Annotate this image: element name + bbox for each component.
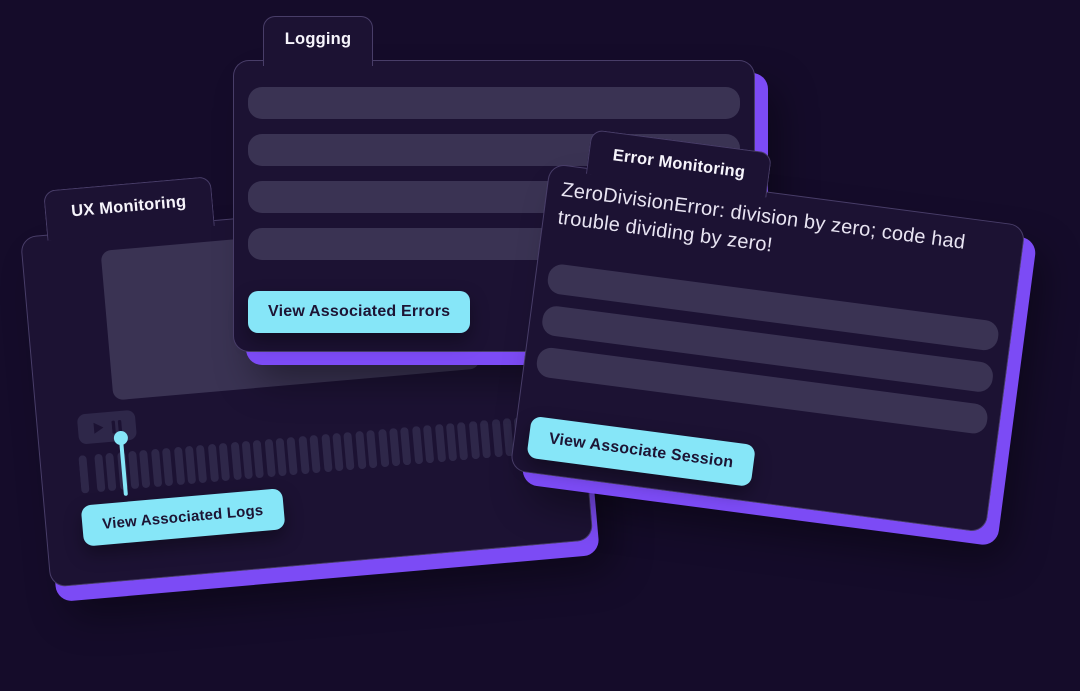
view-associated-errors-button[interactable]: View Associated Errors	[248, 291, 471, 333]
error-monitoring-card: Error Monitoring ZeroDivisionError: divi…	[509, 129, 1026, 534]
timeline-bar	[298, 435, 310, 475]
timeline-bar	[457, 421, 469, 461]
timeline-bar	[241, 440, 253, 480]
play-icon	[93, 422, 104, 434]
timeline-bar	[184, 445, 197, 485]
stacktrace-rows	[534, 262, 1001, 447]
timeline-bar	[366, 429, 378, 469]
timeline-bar	[275, 437, 287, 477]
timeline-bar	[332, 432, 344, 472]
timeline-bar	[377, 428, 390, 468]
timeline-bar	[309, 434, 321, 474]
timeline-bar	[264, 438, 276, 478]
timeline-bar	[150, 448, 163, 488]
timeline-bar	[423, 424, 435, 464]
timeline-bar	[389, 427, 401, 467]
timeline-bar	[286, 436, 299, 476]
timeline-bar	[94, 453, 106, 493]
timeline-bar	[162, 447, 174, 487]
timeline-bar	[434, 423, 446, 463]
timeline-bar	[218, 442, 231, 482]
tab-ux-monitoring[interactable]: UX Monitoring	[43, 176, 215, 241]
log-row-placeholder	[248, 87, 740, 119]
timeline-bar	[105, 452, 117, 492]
timeline-bar	[139, 449, 151, 489]
timeline-bar	[468, 420, 480, 460]
tab-logging[interactable]: Logging	[263, 16, 373, 66]
timeline-bar	[173, 446, 185, 486]
timeline-bar	[445, 422, 458, 462]
timeline-bar	[411, 425, 424, 465]
playhead-line	[119, 442, 129, 496]
session-timeline[interactable]	[78, 412, 574, 494]
timeline-bar	[252, 439, 265, 479]
timeline-bar	[207, 443, 219, 483]
pause-icon	[111, 419, 123, 434]
timeline-bar	[491, 418, 503, 458]
play-pause-control[interactable]	[76, 409, 138, 445]
timeline-bar	[479, 419, 492, 459]
timeline-bar	[78, 455, 90, 494]
view-associated-logs-button[interactable]: View Associated Logs	[80, 488, 286, 547]
timeline-bar	[400, 426, 412, 466]
timeline-bar	[343, 431, 355, 471]
timeline-bar	[321, 433, 333, 473]
timeline-bar	[355, 430, 367, 470]
view-associate-session-button[interactable]: View Associate Session	[526, 415, 756, 487]
timeline-bar	[196, 444, 208, 484]
timeline-bar	[230, 441, 242, 481]
ux-monitoring-card: UX Monitoring View Associated Logs	[20, 176, 594, 588]
